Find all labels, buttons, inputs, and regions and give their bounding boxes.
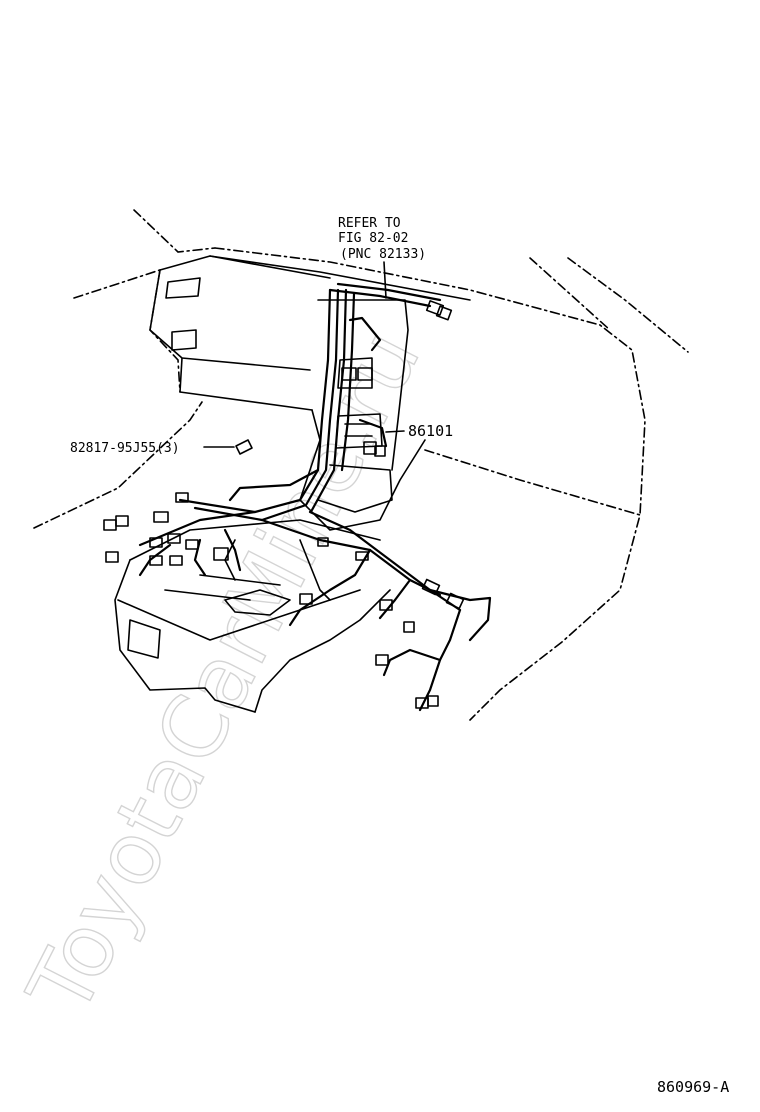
wire-harness — [138, 282, 492, 712]
refer-note-line1: REFER TO — [338, 216, 401, 231]
figure-code: 860969-A — [657, 1078, 729, 1096]
part-number-clip: 82817-95J55(3) — [70, 441, 180, 456]
refer-note-line3: (PNC 82133) — [340, 247, 426, 262]
connectors — [103, 300, 465, 709]
clip-part-shape — [235, 439, 253, 455]
instrument-panel — [149, 255, 471, 411]
refer-note-line2: FIG 82-02 — [338, 231, 408, 246]
watermark-text: ToyotaCarMine.ru — [9, 315, 440, 1031]
floor-section — [114, 519, 391, 713]
part-number-86101: 86101 — [408, 422, 453, 440]
leader-lines — [203, 261, 405, 448]
body-outline-dashed — [33, 209, 689, 721]
